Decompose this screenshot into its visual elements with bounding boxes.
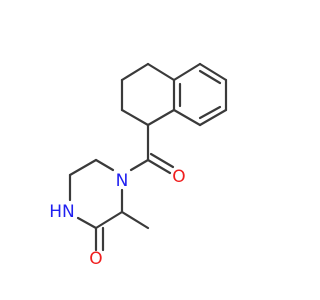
bond-c4a-c5 — [172, 62, 202, 82]
atom-o-carbonyl: O — [172, 167, 185, 187]
piperazinone-ring-bonds — [68, 158, 150, 252]
bond-n-ch2-upper — [94, 158, 115, 172]
bond-c1-c8a — [146, 108, 176, 127]
bond-ch2-ch2 — [68, 158, 98, 177]
bond-c5-c6 — [198, 62, 228, 82]
bond-c1-c2 — [120, 108, 150, 127]
bond-nh-cco — [76, 216, 98, 230]
bond-chme-methyl — [120, 210, 150, 230]
carbonyl-linker-bonds — [129, 123, 175, 175]
bond-c4-c4a — [146, 62, 176, 82]
bond-c8-c8a — [172, 108, 202, 127]
bond-ccarbonyl-n — [129, 158, 150, 172]
double-bond-ccarbonyl-o — [149, 152, 175, 169]
bond-c7-c8 — [198, 108, 228, 127]
aromatic-ring-bonds — [172, 62, 228, 127]
atom-n-amide: N — [116, 171, 129, 191]
bond-c3-c4 — [120, 62, 150, 82]
saturated-ring-bonds — [120, 62, 176, 127]
double-bond-c7-c8-inner — [198, 105, 222, 120]
atom-nh-ring: HN — [49, 202, 75, 222]
atom-o-ring: O — [89, 249, 102, 269]
bond-ccarbonyl-o — [146, 158, 172, 175]
bond-cco-chme — [94, 210, 124, 230]
double-bond-c5-c6-inner — [198, 69, 222, 85]
molecule-structure-diagram: N O HN O — [49, 62, 228, 269]
